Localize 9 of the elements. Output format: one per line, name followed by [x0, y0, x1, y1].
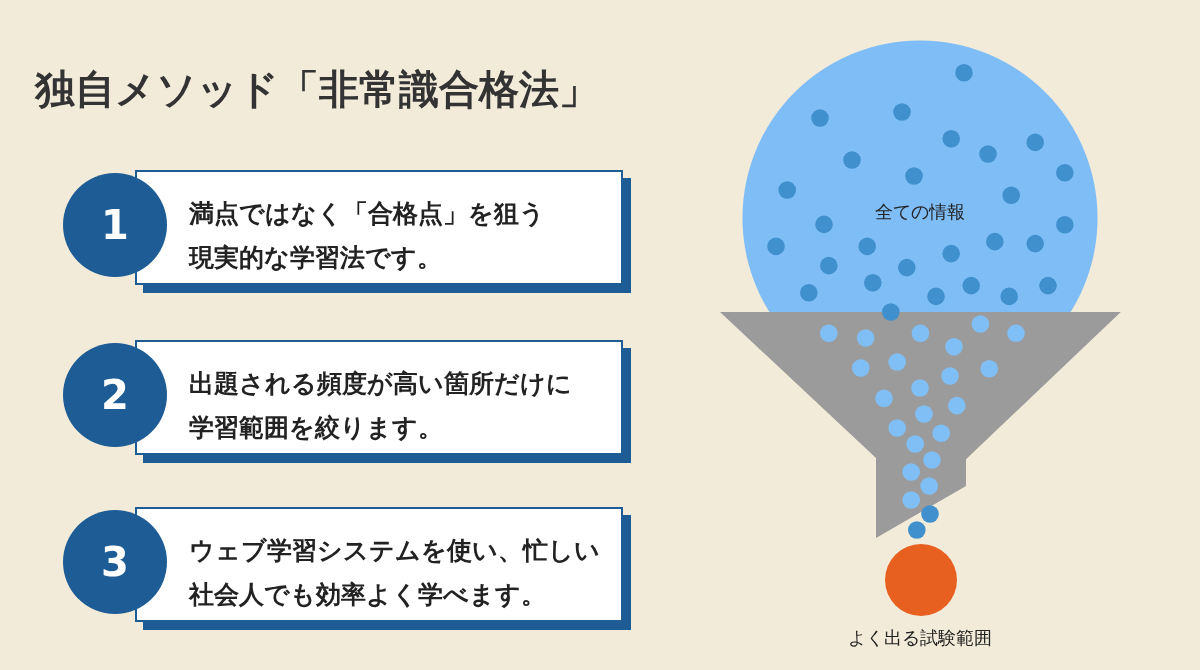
number-circle: 1	[63, 173, 167, 277]
title: 独自メソッド「非常識合格法」	[35, 65, 599, 114]
target-label: よく出る試験範囲	[847, 626, 993, 650]
step-text: ウェブ学習システムを使い、忙しい社会人でも効率よく学べます。	[189, 535, 601, 611]
step-text: 満点ではなく「合格点」を狙う現実的な学習法です。	[189, 198, 546, 274]
circle-label: 全ての情報	[874, 200, 966, 224]
number-circle: 3	[63, 510, 167, 614]
step-text: 出題される頻度が高い箇所だけに学習範囲を絞ります。	[189, 368, 573, 444]
number-circle: 2	[63, 343, 167, 447]
